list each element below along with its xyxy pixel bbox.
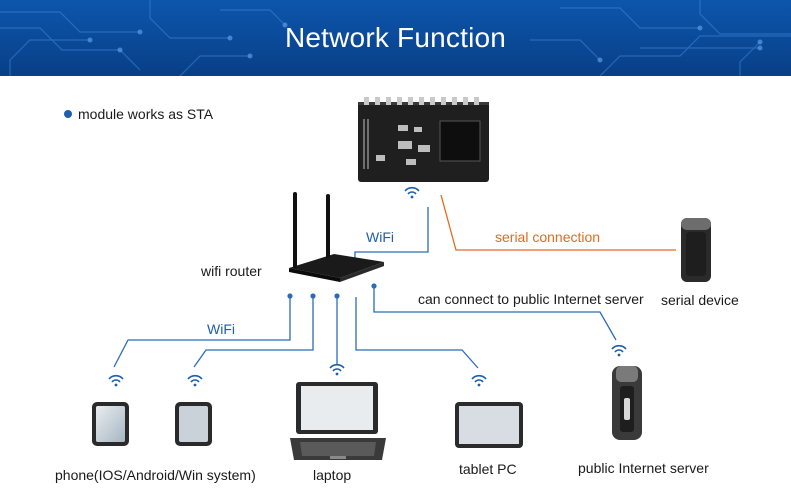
module-router-link [354,207,429,262]
phone-device [92,402,129,446]
router-label: wifi router [201,263,262,279]
serial-connection-label: serial connection [495,229,601,245]
serial-connection-line [440,194,676,251]
clients-wifi-label: WiFi [207,321,235,337]
internet-server-link [373,286,617,341]
laptop-device [290,382,386,460]
wifi-signal-icon [108,374,124,387]
wifi-router-device [289,192,384,282]
module-wifi-label: WiFi [366,229,394,245]
page-title: Network Function [284,22,507,53]
wifi-signal-icon [611,344,627,357]
mode-note: module works as STA [78,106,214,122]
wifi-signal-icon [187,374,203,387]
wifi-signal-icon [404,186,420,199]
tablet-link [355,297,479,369]
laptop-label: laptop [313,467,352,483]
wifi-module-board [358,97,489,182]
wifi-signal-icon [329,363,345,376]
internet-link-label: can connect to public Internet server [418,291,644,307]
wifi-signal-icon [471,374,487,387]
header-banner: Network Function [0,0,791,76]
server-label: public Internet server [578,460,709,476]
tablet-label: tablet PC [459,461,517,477]
phone-label: phone(IOS/Android/Win system) [55,467,256,483]
tablet-device [455,402,523,448]
phone-left-link [113,297,291,368]
internet-server-device [612,366,642,440]
phone-device [175,402,212,446]
circuit-pattern-background [0,0,791,76]
phone-right-link [193,297,314,368]
serial-device-box [681,218,711,282]
bullet-dot [64,110,72,118]
serial-device-label: serial device [661,292,739,308]
